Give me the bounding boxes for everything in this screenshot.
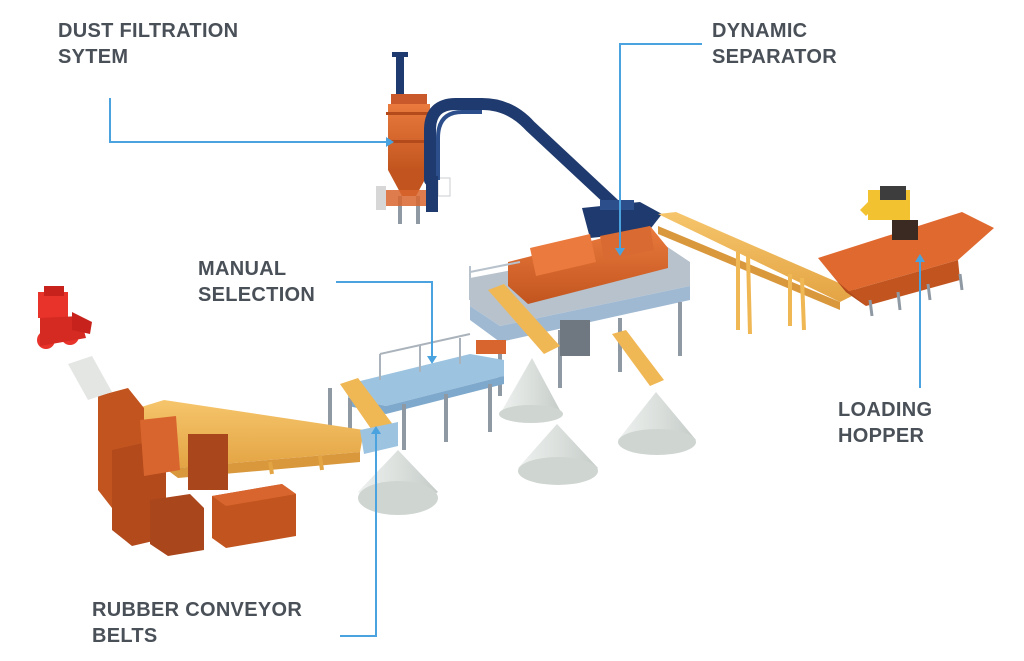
- label-dynamic-separator-line1: DYNAMIC: [712, 20, 808, 42]
- label-loading-hopper-line2: HOPPER: [838, 425, 925, 447]
- gravel-piles: [358, 358, 696, 515]
- label-loading-hopper-line1: LOADING: [838, 399, 933, 421]
- gravel-pile: [500, 358, 562, 420]
- leader-arrows: [371, 137, 925, 434]
- label-dynamic-separator: DYNAMIC SEPARATOR: [712, 18, 837, 70]
- wheel-loader: [37, 286, 92, 349]
- leader-line-manual-selection: [336, 281, 433, 356]
- manual-selection-platform: [328, 333, 506, 450]
- label-manual-selection: MANUAL SELECTION: [198, 256, 315, 308]
- label-dynamic-separator-line2: SEPARATOR: [712, 46, 837, 68]
- label-manual-selection-line2: SELECTION: [198, 284, 316, 306]
- upper-conveyor: [658, 212, 860, 335]
- feeder-crusher: [68, 356, 296, 556]
- leader-lines: [109, 43, 921, 637]
- dust-duct: [424, 98, 662, 238]
- label-rubber-conveyor: RUBBER CONVEYOR BELTS: [92, 597, 302, 649]
- label-rubber-conveyor-line2: BELTS: [92, 625, 158, 647]
- discharge-chutes: [488, 284, 664, 386]
- label-dust-filtration-line2: SYTEM: [58, 46, 129, 68]
- leader-line-rubber-conveyor: [340, 434, 377, 637]
- leader-line-dynamic-separator: [619, 43, 702, 248]
- leader-line-dust-filtration: [109, 98, 386, 143]
- dust-filtration-tower: [376, 52, 451, 224]
- excavator: [860, 186, 918, 240]
- label-dust-filtration-line1: DUST FILTRATION: [58, 20, 239, 42]
- label-manual-selection-line1: MANUAL: [198, 258, 287, 280]
- label-dust-filtration: DUST FILTRATION SYTEM: [58, 18, 238, 70]
- loading-hopper: [818, 212, 994, 317]
- label-rubber-conveyor-line1: RUBBER CONVEYOR: [92, 599, 303, 621]
- label-loading-hopper: LOADING HOPPER: [838, 397, 932, 449]
